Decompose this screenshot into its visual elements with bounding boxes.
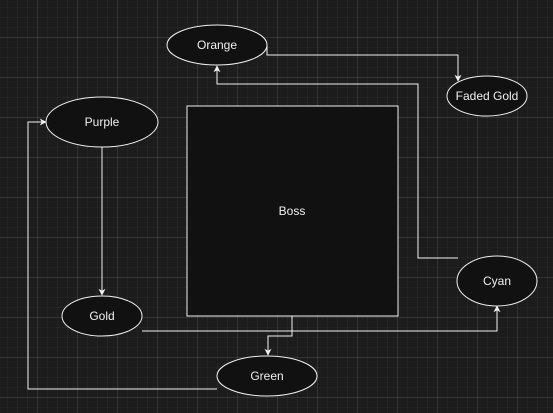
node-label-gold: Gold [89, 309, 114, 323]
node-faded-gold[interactable]: Faded Gold [446, 75, 528, 117]
edge-gold-to-cyan[interactable] [142, 305, 501, 332]
node-label-purple: Purple [85, 115, 120, 129]
edge-green-to-purple[interactable] [27, 118, 217, 390]
node-green[interactable]: Green [216, 355, 318, 397]
node-cyan[interactable]: Cyan [456, 255, 538, 307]
node-label-faded-gold: Faded Gold [456, 89, 519, 103]
edge-boss-to-green[interactable] [264, 316, 293, 356]
node-label-cyan: Cyan [483, 274, 511, 288]
node-boss[interactable]: Boss [186, 105, 399, 317]
node-label-green: Green [250, 369, 283, 383]
node-label-boss: Boss [279, 204, 306, 218]
node-purple[interactable]: Purple [45, 96, 159, 148]
edges [27, 45, 501, 390]
node-label-orange: Orange [197, 38, 237, 52]
node-orange[interactable]: Orange [166, 24, 268, 66]
edge-orange-to-faded-gold[interactable] [266, 45, 462, 82]
edge-cyan-to-orange[interactable] [213, 65, 458, 259]
node-gold[interactable]: Gold [61, 295, 143, 337]
